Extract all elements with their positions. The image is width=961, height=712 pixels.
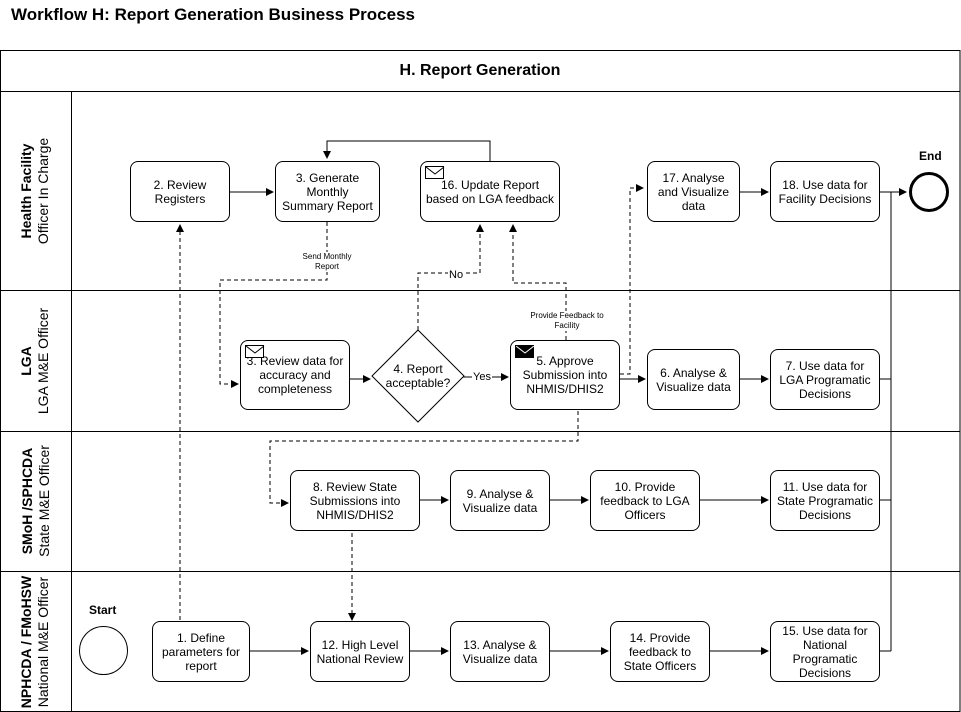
step-9-box[interactable]: 9. Analyse & Visualize data — [450, 470, 550, 531]
lane-title: Health Facility — [18, 143, 35, 238]
lane-role: National M&E Officer — [35, 576, 52, 707]
send-report-label: Send Monthly Report — [298, 252, 356, 272]
step-17-box[interactable]: 17. Analyse and Visualize data — [647, 161, 740, 222]
lane-title: NPHCDA / FMoHSW — [18, 575, 35, 708]
flow-16-to-3 — [323, 140, 491, 161]
step-4-decision[interactable]: 4. Report acceptable? — [385, 362, 451, 390]
step-8-box[interactable]: 8. Review State Submissions into NHMIS/D… — [290, 470, 420, 531]
msg-5-to-8 — [269, 411, 579, 507]
decision-diamond-shape — [371, 329, 465, 423]
lane-title: LGA — [18, 345, 35, 376]
page-title: Workflow H: Report Generation Business P… — [11, 5, 415, 24]
start-event[interactable] — [79, 626, 128, 675]
step-2-box[interactable]: 2. Review Registers — [130, 161, 230, 222]
start-label: Start — [89, 603, 117, 617]
step-6-box[interactable]: 6. Analyse & Visualize data — [647, 349, 740, 410]
envelope-icon — [515, 345, 535, 358]
step-18-box[interactable]: 18. Use data for Facility Decisions — [770, 161, 880, 222]
lane-title: SMoH /SPHCDA — [18, 447, 35, 555]
step-12-box[interactable]: 12. High Level National Review — [310, 621, 410, 682]
step-11-box[interactable]: 11. Use data for State Programatic Decis… — [770, 470, 880, 531]
step-14-box[interactable]: 14. Provide feedback to State Officers — [610, 621, 710, 682]
lane-role: Officer In Charge — [35, 137, 52, 244]
step-3-box[interactable]: 3. Generate Monthly Summary Report — [275, 161, 380, 222]
lane-role: State M&E Officer — [35, 445, 52, 557]
step-13-box[interactable]: 13. Analyse & Visualize data — [450, 621, 550, 682]
yes-label: Yes — [472, 371, 492, 383]
provide-feedback-label: Provide Feedback to Facility — [528, 311, 606, 331]
end-event[interactable] — [909, 172, 949, 212]
step-15-box[interactable]: 15. Use data for National Programatic De… — [770, 621, 880, 682]
step-10-box[interactable]: 10. Provide feedback to LGA Officers — [590, 470, 700, 531]
end-label: End — [919, 149, 942, 163]
pool-title: H. Report Generation — [399, 61, 561, 79]
step-3b-box[interactable]: 3. Review data for accuracy and complete… — [240, 340, 350, 410]
step-1-box[interactable]: 1. Define parameters for report — [152, 621, 250, 682]
msg-5-to-17 — [620, 184, 644, 375]
step-7-box[interactable]: 7. Use data for LGA Programatic Decision… — [770, 349, 880, 410]
lane-role: LGA M&E Officer — [35, 307, 52, 414]
envelope-icon — [245, 345, 265, 358]
no-label: No — [448, 269, 465, 281]
envelope-icon — [425, 166, 445, 179]
